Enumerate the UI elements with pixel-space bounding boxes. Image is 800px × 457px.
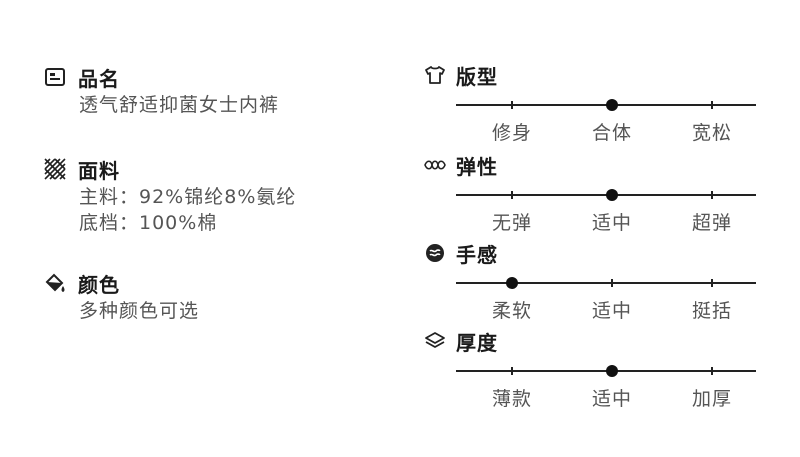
tshirt-icon (425, 66, 445, 84)
fabric-crotch: 底档：100%棉 (79, 212, 218, 234)
color-title: 颜色 (78, 272, 120, 297)
scale-tick (611, 279, 613, 287)
scale-marker (506, 277, 518, 289)
scale-fit-title: 版型 (456, 64, 498, 89)
scale-hand-feel: 手感 柔软 适中 挺括 (424, 238, 756, 322)
scale-track (456, 365, 756, 377)
scale-tick (511, 367, 513, 375)
layers-icon (425, 332, 445, 348)
fabric-pattern-icon (44, 158, 66, 180)
scale-label-right: 加厚 (691, 388, 733, 410)
scale-thickness: 厚度 薄款 适中 加厚 (424, 326, 756, 410)
hand-feel-icon (426, 244, 444, 262)
scale-label-left: 修身 (491, 122, 533, 144)
scale-tick (711, 279, 713, 287)
scale-label-left: 柔软 (491, 300, 533, 322)
scale-label-mid: 适中 (591, 300, 633, 322)
paint-bucket-icon (45, 273, 65, 292)
scale-label-left: 薄款 (491, 388, 533, 410)
scale-tick (711, 101, 713, 109)
color-value: 多种颜色可选 (79, 300, 200, 322)
fabric-title: 面料 (78, 158, 120, 183)
scale-label-right: 宽松 (691, 122, 733, 144)
scale-label-left: 无弹 (491, 212, 533, 234)
scale-tick (511, 101, 513, 109)
scale-label-mid: 合体 (591, 122, 633, 144)
scale-thickness-title: 厚度 (456, 330, 498, 355)
scale-label-right: 超弹 (691, 212, 733, 234)
stretch-icon (424, 160, 446, 170)
scale-tick (711, 191, 713, 199)
scale-label-right: 挺括 (691, 300, 733, 322)
fabric-main: 主料：92%锦纶8%氨纶 (79, 186, 297, 208)
scale-tick (711, 367, 713, 375)
color-section: 颜色 多种颜色可选 (44, 268, 199, 324)
scale-tick (511, 191, 513, 199)
scale-marker (606, 99, 618, 111)
scale-marker (606, 189, 618, 201)
product-name-title: 品名 (78, 66, 120, 91)
tag-card-icon (45, 68, 65, 86)
scale-elasticity: 弹性 无弹 适中 超弹 (424, 150, 756, 234)
product-name-value: 透气舒适抑菌女士内裤 (79, 94, 280, 116)
scale-track (456, 189, 756, 201)
scale-marker (606, 365, 618, 377)
scale-fit: 版型 修身 合体 宽松 (424, 60, 756, 144)
scale-label-mid: 适中 (591, 212, 633, 234)
scale-hand-feel-title: 手感 (456, 242, 498, 267)
scale-track (456, 99, 756, 111)
scale-elasticity-title: 弹性 (456, 154, 498, 179)
fabric-section: 面料 主料：92%锦纶8%氨纶 底档：100%棉 (44, 154, 296, 236)
product-name-section: 品名 透气舒适抑菌女士内裤 (44, 62, 279, 118)
scale-track (456, 277, 756, 289)
scale-label-mid: 适中 (591, 388, 633, 410)
